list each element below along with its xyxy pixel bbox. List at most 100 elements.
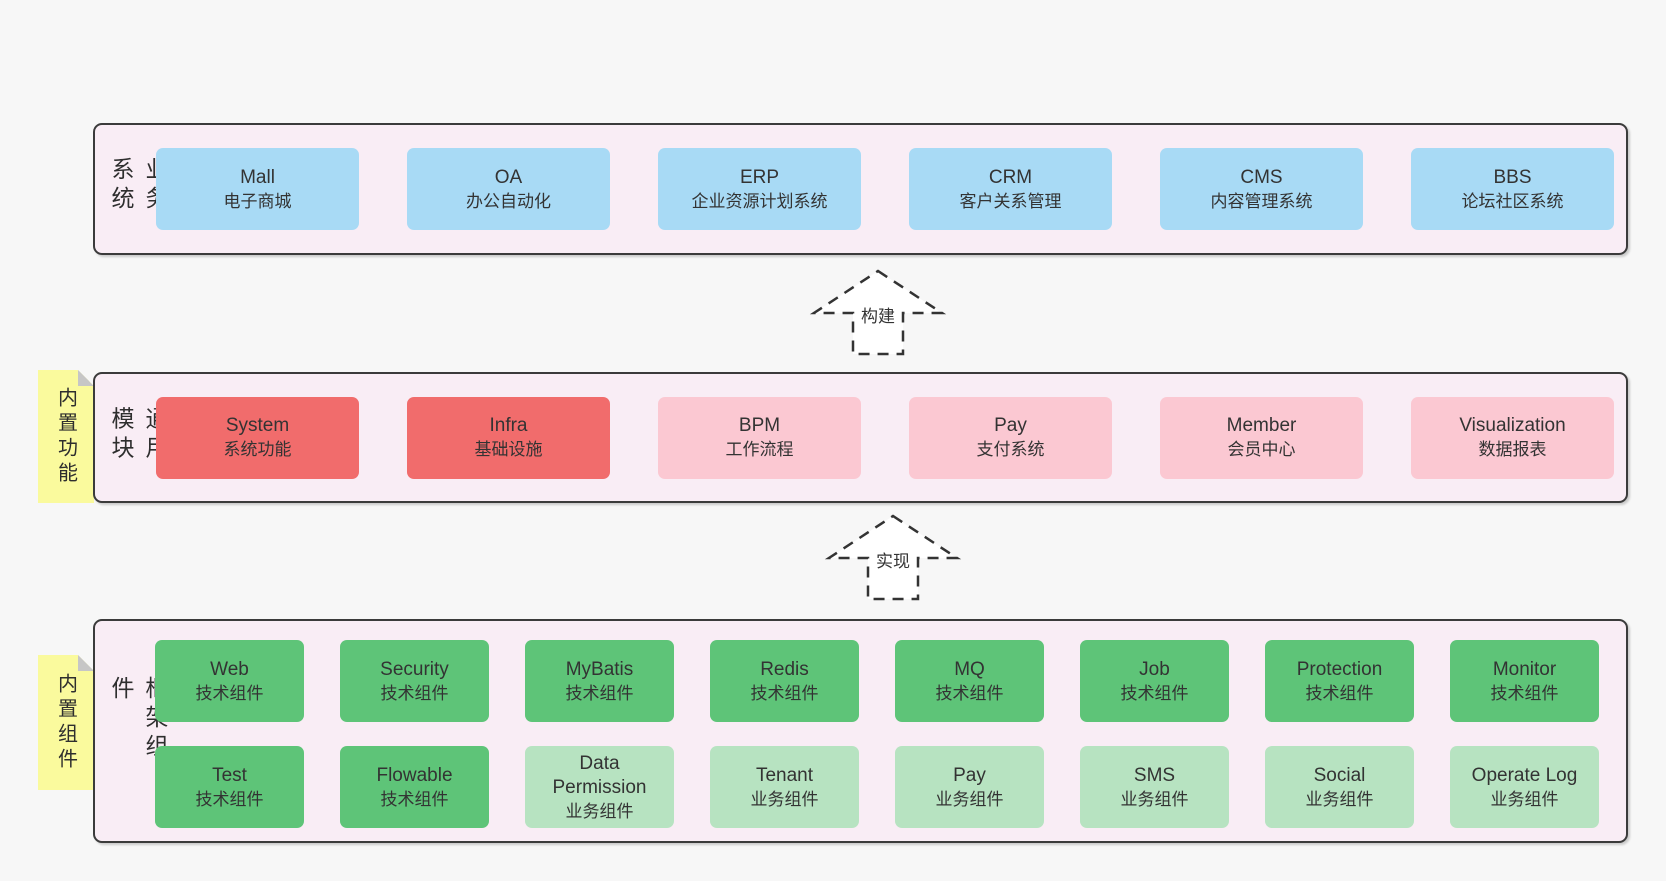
- box-subtitle: 业务组件: [935, 789, 1004, 809]
- sticky-note-builtin-components: 内置组件: [38, 655, 94, 790]
- box-title: System: [225, 415, 290, 436]
- box-subtitle: 客户关系管理: [959, 191, 1062, 211]
- box-bpm: BPM 工作流程: [658, 396, 861, 479]
- box-title: ERP: [739, 166, 780, 188]
- box-title: CMS: [1240, 166, 1283, 188]
- box-pay-module: Pay 支付系统: [909, 396, 1112, 479]
- box-security: Security 技术组件: [340, 640, 489, 722]
- box-system: System 系统功能: [156, 396, 359, 479]
- box-title: CRM: [988, 166, 1033, 188]
- box-web: Web 技术组件: [155, 640, 304, 722]
- box-subtitle: 技术组件: [1120, 683, 1189, 703]
- box-mybatis: MyBatis 技术组件: [525, 640, 674, 722]
- box-subtitle: 业务组件: [1120, 789, 1189, 809]
- box-subtitle: 技术组件: [750, 683, 819, 703]
- box-title: Infra: [489, 415, 528, 436]
- box-subtitle: 企业资源计划系统: [691, 191, 828, 211]
- box-subtitle: 工作流程: [725, 440, 794, 459]
- box-test: Test 技术组件: [155, 746, 304, 828]
- box-subtitle: 内容管理系统: [1210, 191, 1313, 211]
- sticky-label: 内置组件: [54, 672, 77, 773]
- box-subtitle: 技术组件: [380, 789, 449, 809]
- box-subtitle: 技术组件: [1490, 683, 1559, 703]
- box-subtitle: 业务组件: [750, 789, 819, 809]
- box-title: BBS: [1493, 166, 1532, 188]
- box-title: Pay: [953, 764, 986, 786]
- box-data-permission: Data Permission 业务组件: [525, 746, 674, 828]
- box-subtitle: 办公自动化: [466, 191, 551, 211]
- box-title: Protection: [1296, 658, 1383, 680]
- box-title: Data Permission: [552, 752, 647, 798]
- band-business-systems: 业务系统 Mall 电子商城 OA 办公自动化 ERP 企业资源计划系统 CRM…: [93, 123, 1628, 255]
- box-subtitle: 支付系统: [976, 440, 1045, 459]
- box-member: Member 会员中心: [1160, 396, 1363, 479]
- box-erp: ERP 企业资源计划系统: [658, 148, 861, 230]
- box-subtitle: 技术组件: [380, 683, 449, 703]
- box-job: Job 技术组件: [1080, 640, 1229, 722]
- box-pay-component: Pay 业务组件: [895, 746, 1044, 828]
- box-social: Social 业务组件: [1265, 746, 1414, 828]
- up-arrow-implement-icon: 实现: [824, 514, 962, 601]
- business-box-row: Mall 电子商城 OA 办公自动化 ERP 企业资源计划系统 CRM 客户关系…: [156, 125, 1614, 253]
- box-subtitle: 业务组件: [1490, 789, 1559, 809]
- box-title: Monitor: [1492, 658, 1557, 680]
- box-title: OA: [494, 166, 523, 188]
- box-monitor: Monitor 技术组件: [1450, 640, 1599, 722]
- folded-corner-icon: [78, 655, 94, 671]
- box-operate-log: Operate Log 业务组件: [1450, 746, 1599, 828]
- box-title: Operate Log: [1471, 764, 1578, 786]
- box-oa: OA 办公自动化: [407, 148, 610, 230]
- box-subtitle: 技术组件: [1305, 683, 1374, 703]
- band-common-modules: 通用模块 System 系统功能 Infra 基础设施 BPM 工作流程 Pay…: [93, 372, 1628, 503]
- box-title: MyBatis: [565, 658, 634, 680]
- box-subtitle: 论坛社区系统: [1461, 191, 1564, 211]
- sticky-label: 内置功能: [54, 386, 77, 487]
- box-visualization: Visualization 数据报表: [1411, 396, 1614, 479]
- box-subtitle: 技术组件: [935, 683, 1004, 703]
- box-cms: CMS 内容管理系统: [1160, 148, 1363, 230]
- component-row-tech: Web 技术组件 Security 技术组件 MyBatis 技术组件 Redi…: [155, 640, 1599, 722]
- box-mall: Mall 电子商城: [156, 148, 359, 230]
- component-box-grid: Web 技术组件 Security 技术组件 MyBatis 技术组件 Redi…: [155, 640, 1599, 828]
- box-protection: Protection 技术组件: [1265, 640, 1414, 722]
- box-title: Redis: [760, 658, 809, 680]
- box-subtitle: 技术组件: [195, 683, 264, 703]
- box-title: Test: [212, 764, 247, 786]
- box-subtitle: 业务组件: [1305, 789, 1374, 809]
- box-flowable: Flowable 技术组件: [340, 746, 489, 828]
- up-arrow-build-icon: 构建: [809, 269, 947, 356]
- box-bbs: BBS 论坛社区系统: [1411, 148, 1614, 230]
- module-box-row: System 系统功能 Infra 基础设施 BPM 工作流程 Pay 支付系统…: [156, 374, 1614, 501]
- box-title: Pay: [994, 415, 1027, 436]
- box-title: MQ: [954, 658, 985, 680]
- folded-corner-icon: [78, 370, 94, 386]
- band-framework-components: 框架组件 Web 技术组件 Security 技术组件 MyBatis 技术组件…: [93, 619, 1628, 843]
- box-subtitle: 基础设施: [474, 440, 543, 459]
- component-row-business: Test 技术组件 Flowable 技术组件 Data Permission …: [155, 746, 1599, 828]
- box-subtitle: 技术组件: [565, 683, 634, 703]
- box-title: Flowable: [376, 764, 453, 786]
- box-mq: MQ 技术组件: [895, 640, 1044, 722]
- arrow-label-build: 构建: [861, 307, 895, 326]
- sticky-note-builtin-functions: 内置功能: [38, 370, 94, 503]
- box-sms: SMS 业务组件: [1080, 746, 1229, 828]
- box-subtitle: 系统功能: [223, 440, 292, 459]
- box-title: Tenant: [755, 764, 814, 786]
- box-redis: Redis 技术组件: [710, 640, 859, 722]
- box-title: SMS: [1133, 764, 1176, 786]
- box-title: BPM: [738, 415, 781, 436]
- box-tenant: Tenant 业务组件: [710, 746, 859, 828]
- box-infra: Infra 基础设施: [407, 396, 610, 479]
- box-title: Member: [1226, 415, 1297, 436]
- arrow-label-implement: 实现: [876, 552, 910, 571]
- box-title: Visualization: [1459, 415, 1566, 436]
- box-subtitle: 数据报表: [1478, 440, 1547, 459]
- box-title: Web: [210, 658, 249, 680]
- box-subtitle: 电子商城: [223, 191, 292, 211]
- box-subtitle: 技术组件: [195, 789, 264, 809]
- box-title: Job: [1139, 658, 1170, 680]
- box-title: Security: [380, 658, 449, 680]
- box-crm: CRM 客户关系管理: [909, 148, 1112, 230]
- box-subtitle: 会员中心: [1227, 440, 1296, 459]
